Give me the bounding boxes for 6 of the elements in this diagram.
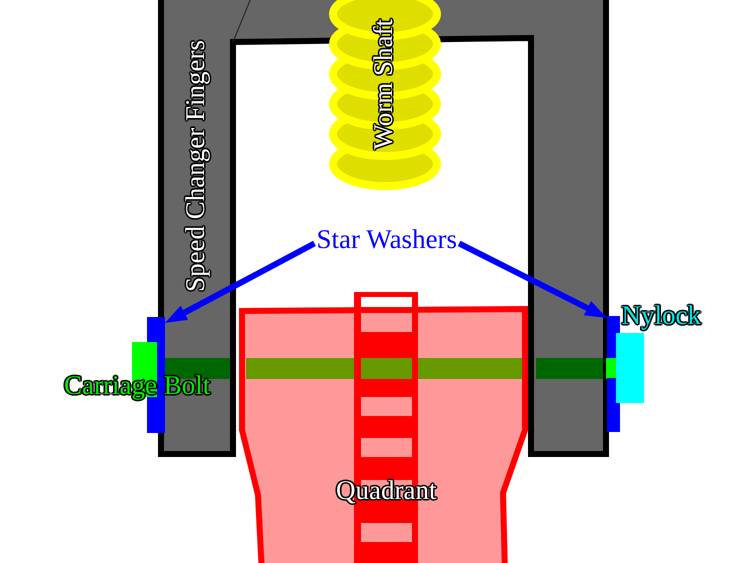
part-label: Worm Shaft xyxy=(369,18,399,150)
part-label: Nylock xyxy=(622,301,701,331)
arrow xyxy=(458,240,608,318)
part-label: Star Washers xyxy=(316,225,458,255)
arrow xyxy=(164,240,316,323)
part-label: Speed Changer Fingers xyxy=(181,40,211,292)
